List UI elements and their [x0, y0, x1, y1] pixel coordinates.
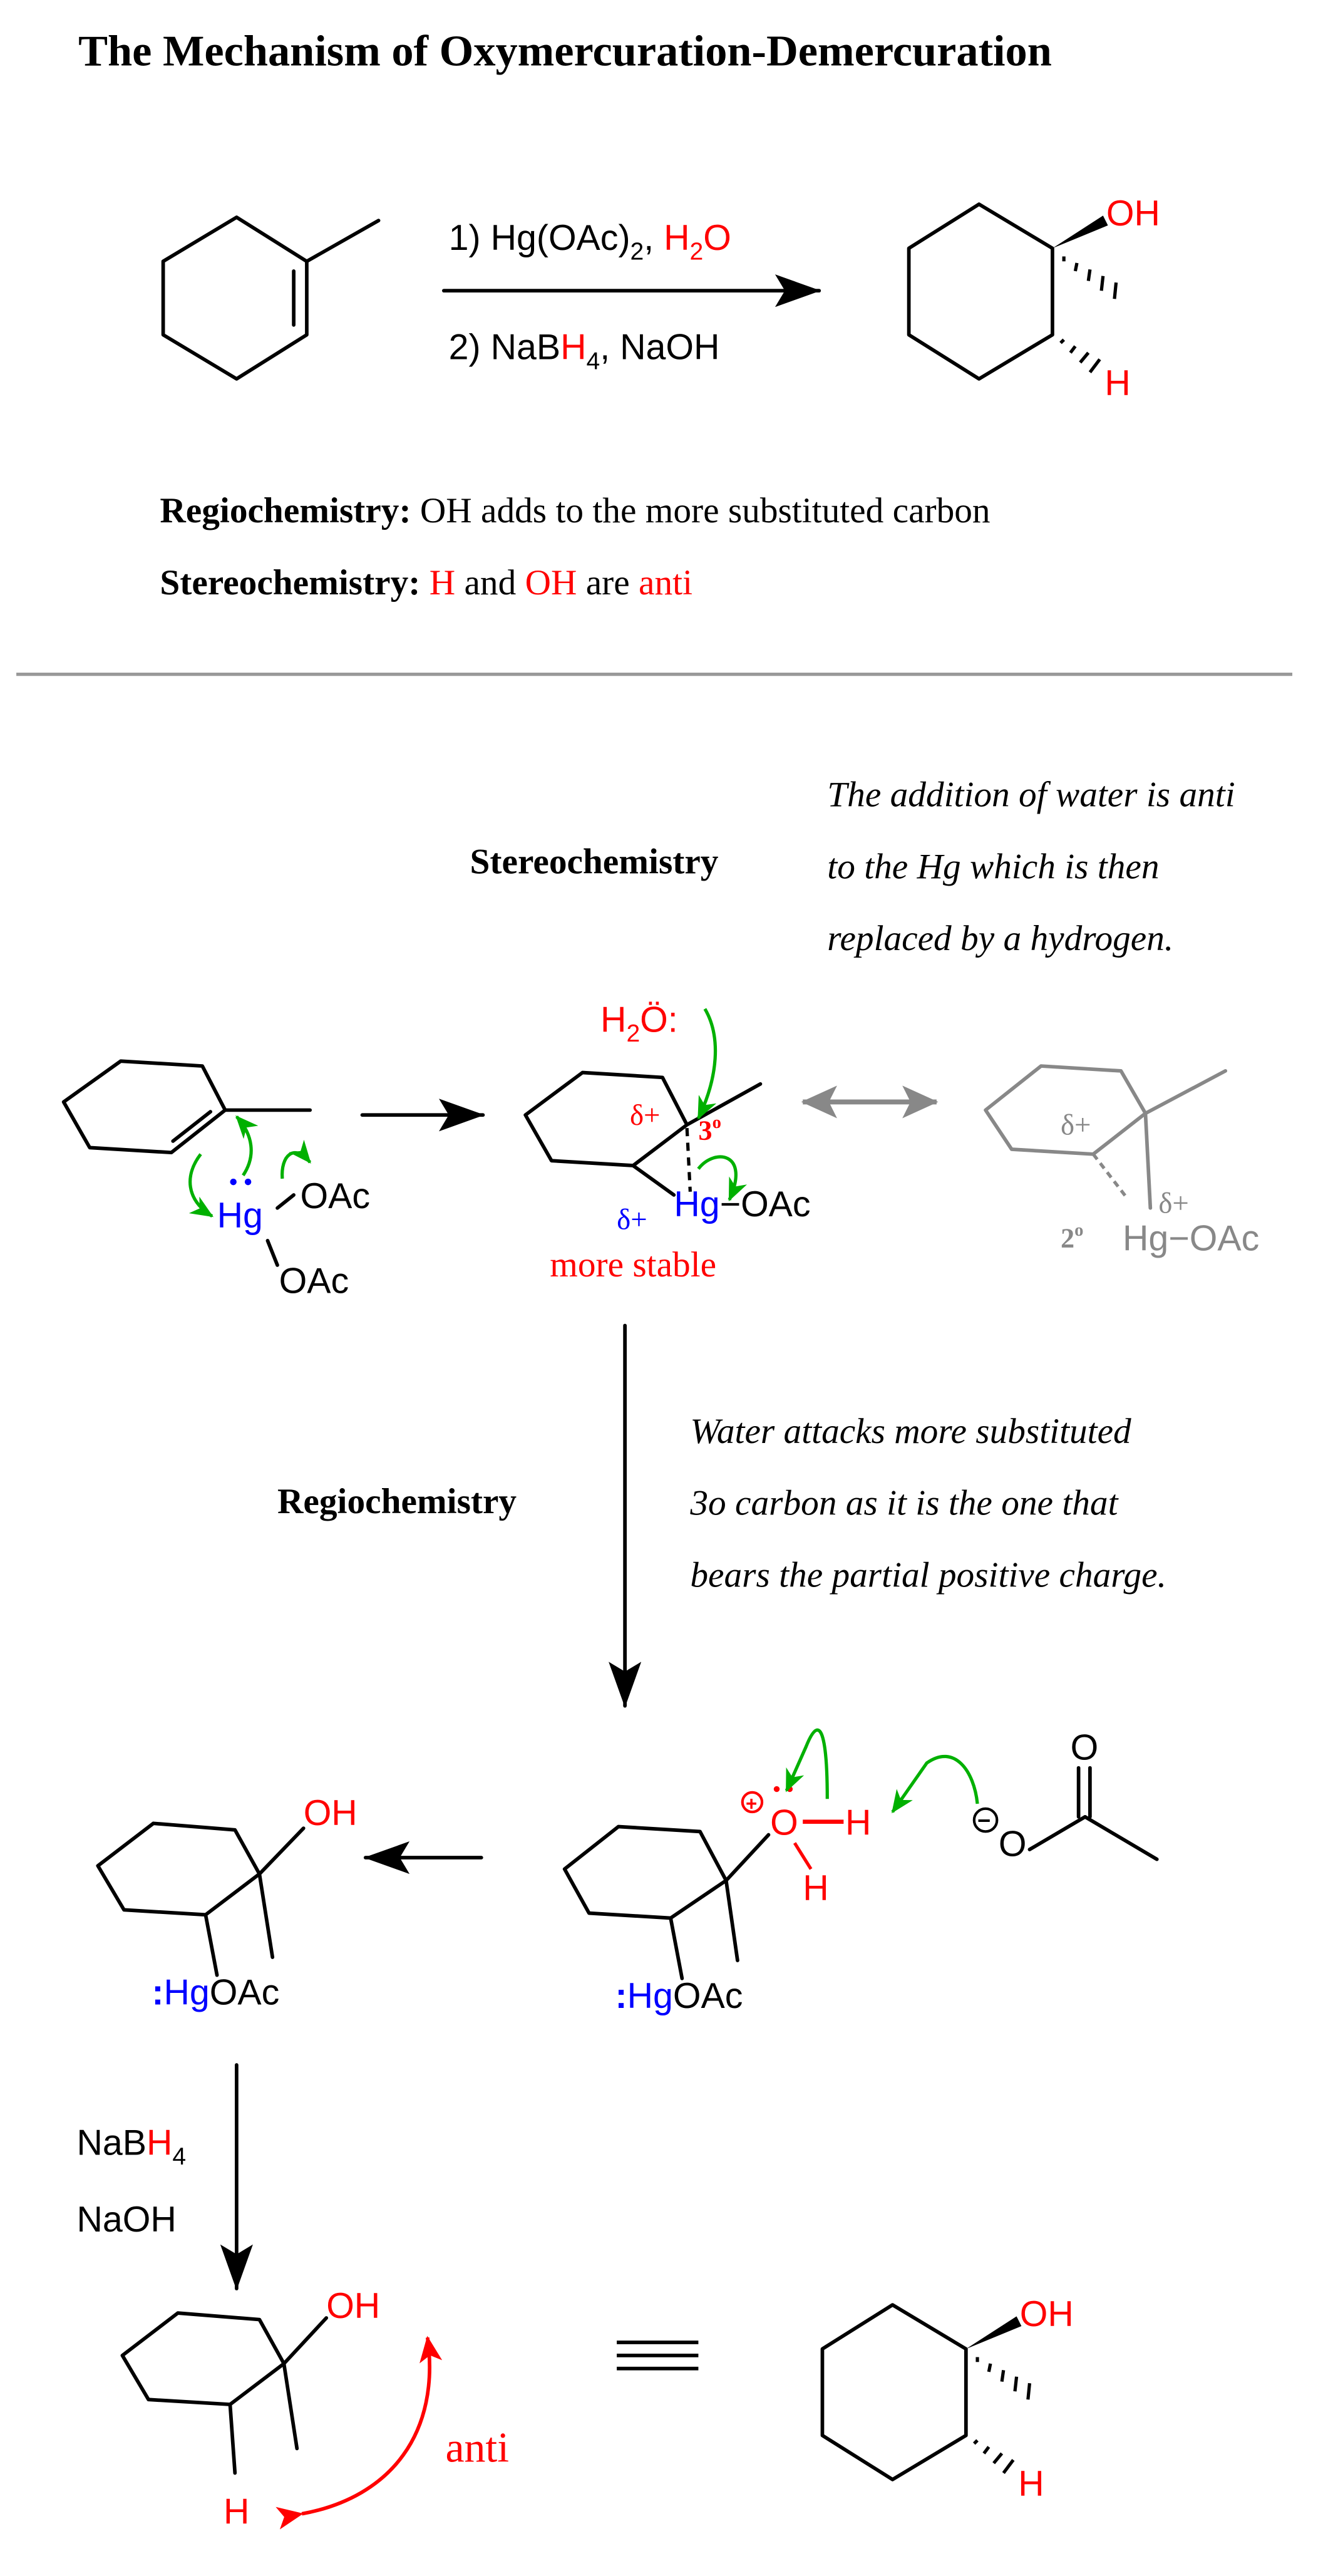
methylcyclohexene-reactant — [161, 215, 381, 381]
stereochemistry-heading: Stereochemistry — [470, 842, 719, 882]
water-nucleophile: H2Ö: — [600, 1000, 678, 1047]
regio-note-line-3: bears the partial positive charge. — [690, 1555, 1166, 1595]
stereo-note-line-1: The addition of water is anti — [827, 775, 1235, 815]
stereo-note-line-3: replaced by a hydrogen. — [827, 919, 1173, 958]
regio-note-line-2: 3o carbon as it is the one that — [689, 1484, 1119, 1523]
final-wedge-oh: OH — [1020, 2294, 1074, 2334]
final-oh-label: OH — [326, 2286, 380, 2326]
reagent-nabh4: NaBH4 — [76, 2123, 186, 2170]
curved-arrow-acetate-to-h — [891, 1754, 979, 1814]
regio-note-line-1: Water attacks more substituted — [690, 1412, 1131, 1451]
plus-charge: + — [746, 1792, 757, 1814]
minor-hg-oac: Hg−OAc — [1123, 1219, 1259, 1259]
final-alcohol-wedge: OH H — [820, 2294, 1074, 2504]
curved-arrow-water-attack — [697, 1008, 718, 1120]
reagent-naoh: NaOH — [76, 2200, 176, 2240]
more-stable-label: more stable — [550, 1245, 716, 1285]
minor-delta-hg: δ+ — [1158, 1187, 1189, 1220]
organomercury-alcohol: OH :HgOAc — [96, 1793, 358, 2013]
product-h-label: H — [1104, 363, 1130, 403]
mercurinium-ion: H2Ö: δ+ 3o δ+ Hg−OAc more stable — [523, 1000, 811, 1285]
alkene-hg-complex: Hg OAc OAc — [61, 1059, 371, 1301]
left-oh-label: OH — [304, 1793, 358, 1833]
hg-label-2: Hg−OAc — [674, 1184, 810, 1224]
secondary-label: 2o — [1061, 1220, 1083, 1253]
hg-oac-label: :HgOAc — [615, 1976, 743, 2016]
final-h-label: H — [224, 2491, 249, 2532]
oac-label-lower: OAc — [279, 1261, 349, 1301]
oxonium-h-lower: H — [803, 1868, 828, 1908]
partial-charge-hg: δ+ — [617, 1204, 647, 1236]
page-title: The Mechanism of Oxymercuration-Demercur… — [78, 27, 1052, 76]
stereochemistry-summary: Stereochemistry: H and OH are anti — [160, 563, 692, 603]
curved-arrow-c-hg-bond — [697, 1155, 748, 1202]
left-hg-oac-label: :HgOAc — [152, 1973, 279, 2013]
curved-arrow-hg-oac — [280, 1139, 312, 1179]
hg-label: Hg — [217, 1196, 263, 1236]
tertiary-label: 3o — [698, 1112, 721, 1146]
regiochemistry-summary: Regiochemistry: OH adds to the more subs… — [160, 491, 990, 530]
partial-charge-carbon: δ+ — [630, 1099, 661, 1132]
oxonium-intermediate: + O H H :HgOAc — [562, 1728, 871, 2016]
curved-arrow-oh-to-o — [785, 1728, 829, 1799]
anti-label: anti — [445, 2424, 509, 2471]
final-wedge-h: H — [1018, 2464, 1044, 2504]
acetate-base: − O O — [891, 1728, 1159, 1864]
stereo-note-line-2: to the Hg which is then — [827, 847, 1159, 886]
minus-charge: − — [977, 1808, 991, 1833]
product-oh-label: OH — [1106, 194, 1160, 234]
anti-arrow — [275, 2335, 443, 2530]
oxonium-o: O — [770, 1803, 798, 1843]
oxonium-h-right: H — [845, 1803, 871, 1843]
acetate-o-carbonyl: O — [1071, 1728, 1099, 1768]
alcohol-product: OH H — [907, 194, 1160, 403]
minor-resonance-structure: δ+ δ+ 2o Hg−OAc — [984, 1064, 1259, 1259]
minor-delta-carbon: δ+ — [1061, 1109, 1091, 1142]
reagent-step-1: 1) Hg(OAc)2, H2O — [449, 218, 731, 266]
regiochemistry-heading: Regiochemistry — [277, 1482, 517, 1521]
final-alcohol: OH H anti — [120, 2286, 509, 2532]
acetate-o-minus: O — [999, 1824, 1027, 1864]
curved-arrow-pi-to-hg — [188, 1153, 214, 1218]
reagent-step-2: 2) NaBH4, NaOH — [449, 328, 720, 375]
equivalence-symbol — [617, 2341, 699, 2371]
curved-arrow-hg-to-alkene — [235, 1115, 259, 1177]
oac-label-upper: OAc — [301, 1176, 371, 1216]
